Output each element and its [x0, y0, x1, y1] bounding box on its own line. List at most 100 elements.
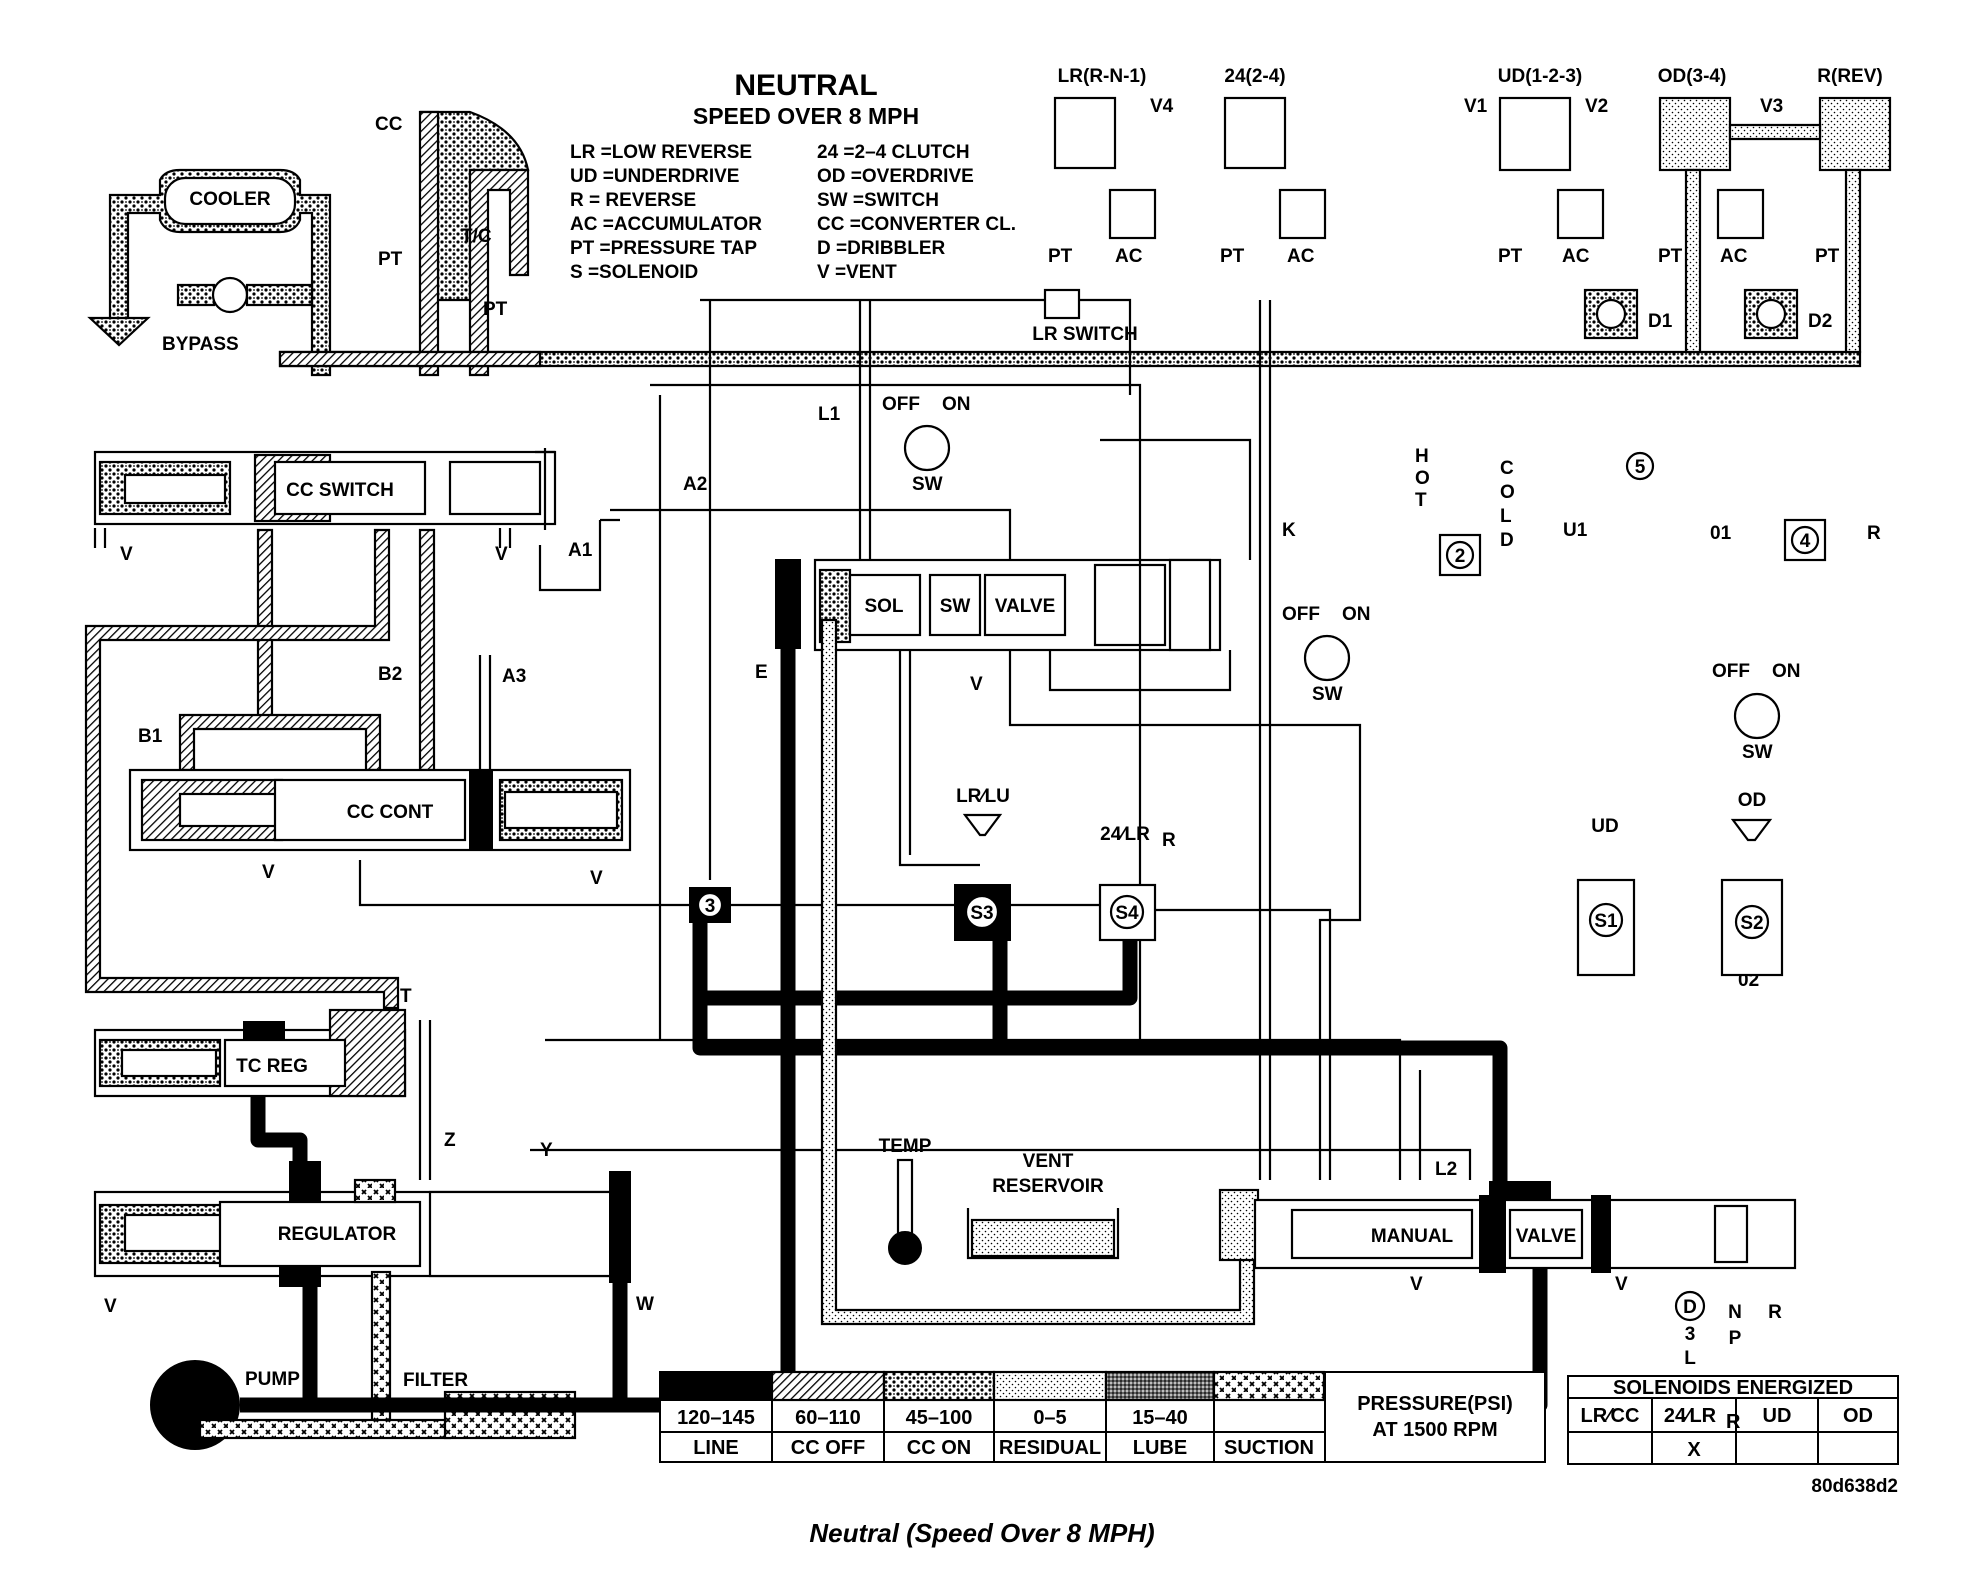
od-accumulator-icon: [1716, 188, 1765, 240]
v4-label: V4: [1150, 96, 1174, 117]
manual-valve-label: VALVE: [1516, 1226, 1577, 1247]
switch-3-icon: [1733, 692, 1781, 740]
pt-cc-label: PT: [378, 249, 403, 270]
cc-passage: [418, 110, 440, 377]
pt-ud-label: PT: [1498, 246, 1523, 267]
a1-label: A1: [568, 540, 593, 561]
gear-n-label: N: [1728, 1302, 1742, 1323]
v-label-cccont-2: V: [590, 868, 603, 889]
v-label-ccsw-1: V: [120, 544, 133, 565]
legend-title-2: AT 1500 RPM: [1372, 1419, 1497, 1441]
l2-label: L2: [1435, 1159, 1457, 1180]
cooler-box: [163, 176, 297, 226]
ball-4-label: 4: [1800, 531, 1811, 552]
a3-label: A3: [502, 666, 526, 687]
legend-swatch-line: [660, 1372, 772, 1400]
check-ball-4-icon: [1790, 525, 1820, 555]
legend-name-residual: RESIDUAL: [999, 1437, 1101, 1459]
clutch-24: 24(2-4) PT AC K: [1220, 66, 1327, 541]
ac-od-label: AC: [1720, 246, 1748, 267]
s3-sol-label: LR⁄LU: [956, 786, 1010, 807]
cc-switch-valve: CC SWITCH V V A1 B2 A3 B1: [84, 448, 593, 1010]
cc-off-passage: [84, 528, 400, 1010]
abbr-s: S =SOLENOID: [570, 262, 698, 283]
sol-table-h1: LR⁄CC: [1581, 1405, 1640, 1427]
tc-reg-label: TC REG: [236, 1056, 308, 1077]
cold-label-c: C: [1500, 458, 1514, 479]
legend-name-lube: LUBE: [1133, 1437, 1187, 1459]
s2-sol-label: OD: [1738, 790, 1767, 811]
v-label-reg: V: [104, 1296, 117, 1317]
d2-dribbler-icon: [1743, 288, 1799, 340]
v-label-ccsw-2: V: [495, 544, 508, 565]
diagram-title: NEUTRAL: [734, 69, 877, 102]
manual-valve: MANUAL VALVE V V L2 D 3 L N P R: [1253, 1159, 1797, 1369]
v-label-cccont-1: V: [262, 862, 275, 883]
temp-sensor-icon: [888, 1231, 922, 1265]
tc-label: T/C: [461, 226, 492, 247]
clutch-od-rev: OD(3-4) R(REV) V3 PT AC PT D1 D2 01 R 02: [1583, 66, 1892, 991]
abbr-24: 24 =2–4 CLUTCH: [817, 142, 970, 163]
abbr-cc: CC =CONVERTER CL.: [817, 214, 1016, 235]
reservoir-label: RESERVOIR: [992, 1176, 1104, 1197]
ac-ud-label: AC: [1562, 246, 1590, 267]
ac-24-label: AC: [1287, 246, 1315, 267]
sol-table-h4: OD: [1843, 1405, 1873, 1427]
v-label-manual-2: V: [1615, 1274, 1628, 1295]
cold-label-l: L: [1500, 506, 1512, 527]
figure-caption: Neutral (Speed Over 8 MPH): [809, 1518, 1155, 1548]
w-label: W: [636, 1294, 654, 1315]
abbr-pt: PT =PRESSURE TAP: [570, 238, 757, 259]
s4-solenoid-icon: [1109, 894, 1145, 930]
legend-name-line: LINE: [693, 1437, 739, 1459]
sol-table-h3: UD: [1763, 1405, 1792, 1427]
legend-name-cc-off: CC OFF: [791, 1437, 865, 1459]
ud-top-label: UD(1-2-3): [1498, 66, 1582, 87]
sol-label: SOL: [864, 596, 903, 617]
od-top-label: OD(3-4): [1658, 66, 1727, 87]
u1-label: U1: [1563, 520, 1588, 541]
d2-label: D2: [1808, 311, 1832, 332]
legend-name-suction: SUCTION: [1224, 1437, 1314, 1459]
solenoid-table: SOLENOIDS ENERGIZED LR⁄CC 24⁄LR R UD OD …: [1567, 1375, 1899, 1465]
gear-p-label: P: [1729, 1328, 1742, 1349]
legend-swatch-cc-off: [770, 1370, 886, 1402]
pt-od-label: PT: [1658, 246, 1683, 267]
b2-label: B2: [378, 664, 402, 685]
check-ball-5-icon: [1625, 451, 1655, 481]
legend-range-lube: 15–40: [1132, 1407, 1188, 1429]
s3-label: S3: [970, 903, 993, 924]
abbr-ac: AC =ACCUMULATOR: [570, 214, 762, 235]
hot-label: H: [1415, 446, 1429, 467]
v2-label: V2: [1585, 96, 1608, 117]
temp-label: TEMP: [879, 1136, 932, 1157]
valve-label: VALVE: [995, 596, 1056, 617]
cooler-return-arrow: [87, 316, 151, 347]
off-label-2: OFF: [1282, 604, 1320, 625]
signal-lines: [358, 298, 1472, 1180]
s4-sol-label: 24⁄LR: [1100, 824, 1150, 845]
hot-label-o: O: [1415, 468, 1430, 489]
sol-table-h2: 24⁄LR: [1664, 1405, 1717, 1427]
ac-lr-label: AC: [1115, 246, 1143, 267]
gear-r-label: R: [1768, 1302, 1782, 1323]
sw-label-3: SW: [1742, 742, 1773, 763]
gear-l-label: L: [1684, 1348, 1696, 1369]
lr-switch-label: LR SWITCH: [1032, 324, 1138, 345]
torque-converter-group: CC T/C PT PT COOLER BYPASS: [87, 110, 1862, 377]
ball-3-label: 3: [705, 896, 716, 917]
on-label-3: ON: [1772, 661, 1801, 682]
clutch-lr: LR(R-N-1) V4 PT AC LR SWITCH: [1032, 66, 1173, 345]
regulator-label: REGULATOR: [278, 1224, 397, 1245]
ball-2-label: 2: [1455, 546, 1466, 567]
legend-swatch-residual: [992, 1370, 1108, 1402]
legend-name-cc-on: CC ON: [907, 1437, 971, 1459]
legend-swatch-cc-on: [882, 1370, 996, 1402]
z-label: Z: [444, 1130, 456, 1151]
legend-swatch-suction: [1212, 1370, 1326, 1402]
cc-label: CC: [375, 114, 403, 135]
cc-control-valve: CC CONT V V: [128, 713, 632, 889]
s1-sol-label: UD: [1591, 816, 1618, 837]
cold-label-o: O: [1500, 482, 1515, 503]
